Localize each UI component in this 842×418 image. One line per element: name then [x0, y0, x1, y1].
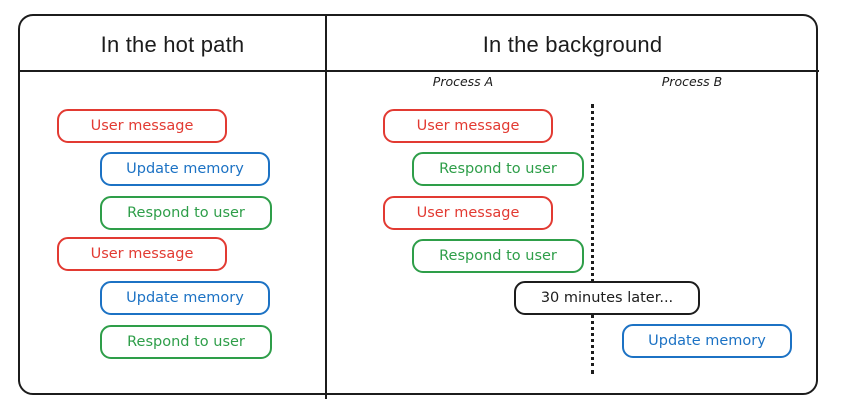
step-update-memory: Update memory: [100, 281, 270, 315]
process-separator-dotted-line: [591, 104, 594, 374]
column-divider-line: [325, 14, 327, 399]
header-divider-line: [19, 70, 819, 72]
step-update-memory: Update memory: [622, 324, 792, 358]
column-title-background: In the background: [482, 32, 663, 57]
step-respond-to-user: Respond to user: [100, 325, 272, 359]
step-update-memory: Update memory: [100, 152, 270, 186]
step-respond-to-user: Respond to user: [412, 152, 584, 186]
step-user-message: User message: [383, 109, 553, 143]
lane-label-process-b: Process B: [661, 74, 723, 89]
lane-label-process-a: Process A: [432, 74, 494, 89]
step-user-message: User message: [57, 237, 227, 271]
step-user-message: User message: [383, 196, 553, 230]
step-time-gap-note: 30 minutes later...: [514, 281, 700, 315]
step-user-message: User message: [57, 109, 227, 143]
column-title-hot-path: In the hot path: [100, 32, 245, 57]
step-respond-to-user: Respond to user: [412, 239, 584, 273]
step-respond-to-user: Respond to user: [100, 196, 272, 230]
